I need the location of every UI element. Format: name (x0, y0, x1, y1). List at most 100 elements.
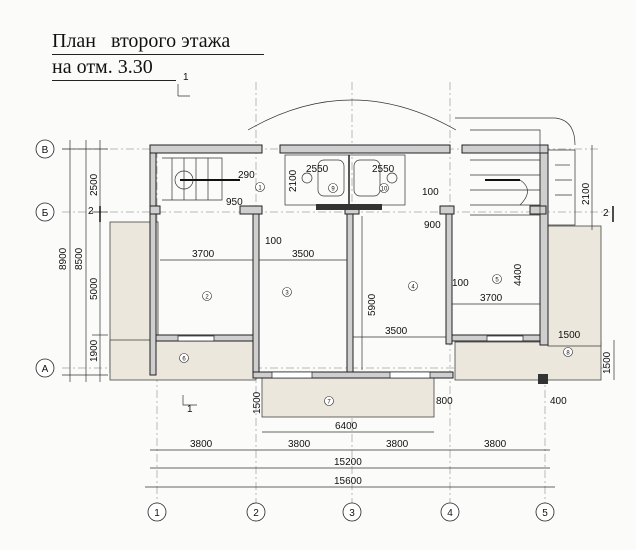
room-marker-7: 7 (324, 396, 334, 406)
axis-bubble-1: 1 (147, 502, 167, 522)
dim-6400: 6400 (335, 421, 358, 432)
balcony-right (547, 225, 602, 347)
dim-3700-left: 3700 (192, 249, 215, 260)
dim-950: 950 (226, 197, 243, 208)
title-section-tick (177, 84, 190, 97)
dim-5000: 5000 (89, 277, 100, 300)
room-marker-5: 5 (492, 274, 502, 284)
dim-8500: 8500 (74, 247, 85, 270)
dim-4400: 4400 (513, 263, 524, 286)
wall-south (252, 371, 454, 379)
dim-2100-right: 2100 (581, 182, 592, 205)
dim-900: 900 (424, 220, 441, 231)
svg-text:1: 1 (258, 186, 262, 192)
dim-100-right: 100 (452, 278, 469, 289)
column-right (538, 374, 548, 384)
dim-bay-4: 3800 (484, 439, 507, 450)
wall-axis-3 (346, 213, 354, 375)
wall-north-2 (279, 144, 451, 154)
axis-bubble-3: 3 (342, 502, 362, 522)
room-marker-4: 4 (408, 281, 418, 291)
svg-text:2: 2 (205, 295, 209, 301)
plan-title-line-2: на отм. 3.30 (52, 56, 153, 78)
wall-axis-2 (252, 213, 260, 375)
svg-text:9: 9 (331, 187, 335, 193)
room-marker-6: 6 (179, 353, 189, 363)
svg-text:Б: Б (42, 208, 49, 219)
svg-text:А: А (42, 364, 49, 375)
room-marker-2: 2 (202, 291, 212, 301)
dim-100-room: 100 (265, 236, 282, 247)
svg-text:4: 4 (411, 285, 415, 291)
dim-2500: 2500 (89, 173, 100, 196)
room-marker-1: 1 (255, 182, 265, 192)
dim-8900: 8900 (58, 247, 69, 270)
dim-bay-2: 3800 (288, 439, 311, 450)
stair-left (162, 157, 240, 201)
dim-1500-right-2: 1500 (602, 351, 613, 374)
room-marker-3: 3 (282, 287, 292, 297)
section-mark-1-bottom: 1 (187, 404, 193, 415)
window-4 (389, 371, 431, 379)
dim-100-wc: 100 (422, 187, 439, 198)
svg-text:7: 7 (327, 400, 331, 406)
dim-15200: 15200 (334, 457, 362, 468)
dim-bay-1: 3800 (190, 439, 213, 450)
axis-bubble-v: В (35, 139, 55, 159)
dim-5900: 5900 (367, 293, 378, 316)
axis-bubble-a: А (35, 358, 55, 378)
wall-b-mid1 (239, 205, 263, 215)
window-2 (486, 335, 524, 342)
dim-800: 800 (436, 396, 453, 407)
svg-text:6: 6 (182, 357, 186, 363)
svg-text:10: 10 (381, 187, 388, 193)
svg-text:5: 5 (495, 278, 499, 284)
sanitary-block (284, 154, 406, 210)
dim-290: 290 (238, 170, 255, 181)
dim-bay-3: 3800 (386, 439, 409, 450)
dim-3500-top: 3500 (292, 249, 315, 260)
wall-b-mid3 (439, 205, 455, 215)
stair-right (470, 129, 576, 226)
wall-b-right (529, 205, 547, 215)
axis-bubble-5: 5 (535, 502, 555, 522)
svg-text:4: 4 (447, 508, 453, 519)
dim-400: 400 (550, 396, 567, 407)
room-marker-8: 8 (563, 347, 573, 357)
wall-axis-4 (445, 213, 453, 345)
wall-north-1 (149, 144, 263, 154)
axis-bubble-2: 2 (246, 502, 266, 522)
dim-1500-bottom: 1500 (252, 391, 263, 414)
svg-text:2: 2 (253, 508, 259, 519)
svg-text:3: 3 (285, 291, 289, 297)
wall-west (149, 144, 157, 376)
svg-text:1: 1 (154, 508, 160, 519)
dim-2100-left: 2100 (288, 169, 299, 192)
section-mark-2-left: 2 (88, 206, 94, 217)
title-underline-1 (52, 54, 264, 55)
dim-3500-bottom: 3500 (385, 326, 408, 337)
svg-text:5: 5 (542, 508, 548, 519)
dim-2550-right: 2550 (372, 164, 395, 175)
title-underline-2 (52, 80, 176, 81)
dim-2550-left: 2550 (306, 164, 329, 175)
axis-bubble-b: Б (35, 202, 55, 222)
dim-1900: 1900 (89, 339, 100, 362)
room-marker-9: 9 (328, 183, 338, 193)
wall-b-left (149, 205, 161, 215)
stair-canopy-right (455, 117, 576, 146)
roof-arc (247, 99, 457, 131)
svg-text:8: 8 (566, 351, 570, 357)
window-3 (271, 371, 313, 379)
svg-text:В: В (42, 145, 49, 156)
window-1 (177, 335, 215, 342)
dim-15600: 15600 (334, 476, 362, 487)
room-marker-10: 10 (379, 183, 389, 193)
svg-text:3: 3 (349, 508, 355, 519)
balcony-front (261, 374, 435, 418)
section-mark-2-right: 2 (603, 208, 609, 219)
balcony-right-bottom (454, 341, 602, 381)
wall-east (539, 144, 549, 346)
